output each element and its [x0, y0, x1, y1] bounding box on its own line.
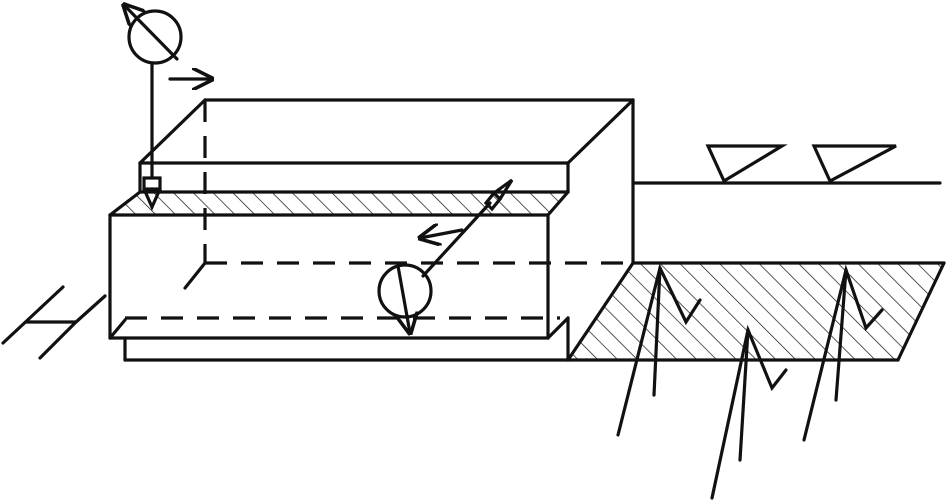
workpiece-top-hatched-face [110, 192, 568, 215]
support-symbol-icon [705, 144, 788, 184]
workpiece-box [108, 190, 633, 362]
dial-indicator-icon [124, 5, 212, 211]
support-symbol-icon [802, 264, 884, 442]
support-symbol-icon [1, 285, 107, 360]
support-symbol-icon [710, 324, 788, 500]
dial-indicator-icon [377, 178, 514, 333]
support-symbol-icon [811, 144, 897, 184]
upper-block [138, 98, 635, 265]
base-plate-hatched-face [568, 263, 944, 360]
base-plate [123, 181, 946, 362]
support-symbol-icon [616, 263, 702, 437]
